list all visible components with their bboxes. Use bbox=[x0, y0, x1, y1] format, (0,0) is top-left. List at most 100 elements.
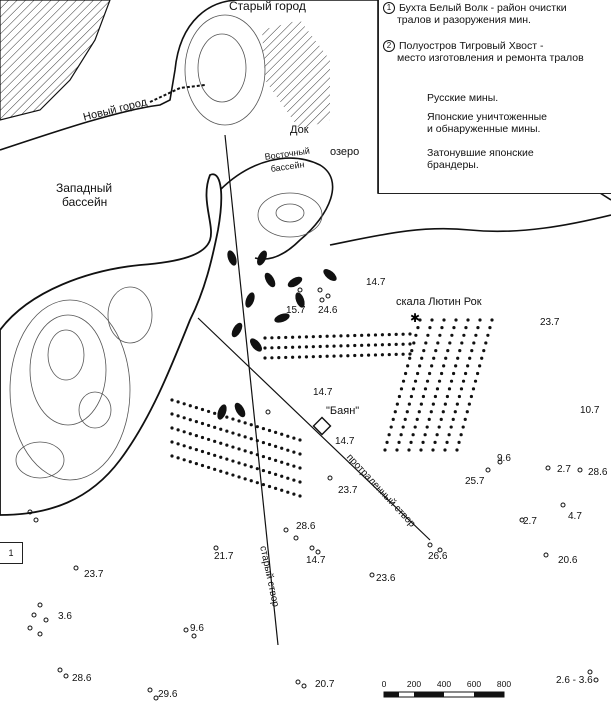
russian-mine-dot bbox=[459, 387, 464, 391]
russian-mine-dot bbox=[414, 333, 418, 337]
label-old-town: Старый город bbox=[229, 0, 306, 13]
depth-label: 23.6 bbox=[376, 573, 396, 584]
japanese-mine-marker bbox=[191, 633, 197, 639]
japanese-mine-marker bbox=[319, 297, 325, 303]
russian-mine-dot bbox=[182, 416, 186, 420]
russian-mine-dot bbox=[225, 429, 229, 433]
russian-mine-dot bbox=[225, 457, 229, 461]
russian-mine-dot bbox=[194, 434, 198, 438]
russian-mine-dot bbox=[292, 450, 296, 454]
russian-mine-dot bbox=[213, 411, 217, 415]
russian-mine-dot bbox=[360, 353, 364, 357]
russian-mine-dot bbox=[280, 460, 284, 464]
russian-mine-dot bbox=[366, 343, 371, 347]
russian-mine-dot bbox=[430, 318, 434, 322]
russian-mine-dot bbox=[360, 343, 364, 347]
russian-mine-dot bbox=[274, 430, 278, 434]
russian-mine-dot bbox=[255, 439, 259, 443]
russian-mine-dot bbox=[454, 364, 458, 368]
russian-mine-dot bbox=[397, 394, 402, 399]
russian-mine-dot bbox=[482, 348, 486, 353]
land-old-town-hatch bbox=[262, 20, 330, 130]
russian-mine-dot bbox=[466, 318, 470, 322]
russian-mine-dot bbox=[286, 476, 290, 480]
scale-tick-label: 0 bbox=[381, 679, 387, 689]
russian-mine-dot bbox=[200, 407, 205, 412]
russian-mine-dot bbox=[406, 364, 410, 368]
russian-mine-dot bbox=[463, 417, 467, 422]
russian-mine-dot bbox=[419, 402, 423, 406]
russian-mine-dot bbox=[373, 333, 378, 337]
marker-box-1: 1 bbox=[0, 542, 23, 564]
russian-mine-dot bbox=[474, 333, 478, 337]
japanese-mine-marker bbox=[27, 509, 33, 515]
japanese-mine-marker bbox=[31, 612, 37, 618]
russian-mine-dot bbox=[237, 447, 241, 451]
russian-mine-dot bbox=[408, 332, 412, 336]
russian-mine-dot bbox=[280, 488, 284, 492]
japanese-mine-marker bbox=[543, 552, 549, 558]
russian-mine-dot bbox=[277, 356, 281, 360]
russian-mine-dot bbox=[423, 433, 427, 437]
russian-mine-dot bbox=[380, 333, 384, 337]
russian-mine-dot bbox=[421, 394, 426, 399]
russian-mine-dot bbox=[409, 394, 414, 399]
depth-label: 23.7 bbox=[338, 485, 358, 496]
russian-mine-dot bbox=[391, 417, 395, 422]
russian-mine-dot bbox=[446, 348, 450, 353]
japanese-mine-marker bbox=[293, 535, 299, 541]
russian-mine-dot bbox=[182, 430, 186, 434]
russian-mine-dot bbox=[170, 454, 174, 458]
russian-mine-dot bbox=[419, 448, 423, 452]
scale-tick-label: 600 bbox=[466, 679, 482, 689]
russian-mine-dot bbox=[463, 371, 468, 376]
russian-mine-dot bbox=[401, 332, 405, 336]
russian-mine-dot bbox=[429, 410, 433, 414]
depth-label: 20.7 bbox=[315, 679, 335, 690]
depth-label: 26.6 bbox=[428, 551, 448, 562]
russian-mine-dot bbox=[243, 435, 247, 439]
russian-mine-dot bbox=[270, 336, 274, 340]
railway-line bbox=[149, 84, 206, 103]
russian-mine-dot bbox=[437, 425, 441, 429]
russian-mine-dot bbox=[298, 466, 302, 470]
russian-mine-dot bbox=[387, 433, 391, 437]
japanese-mine-marker bbox=[183, 627, 189, 633]
russian-mine-dot bbox=[298, 494, 302, 498]
russian-mine-dot bbox=[478, 364, 482, 368]
label-lake: озеро bbox=[330, 146, 360, 158]
russian-mine-dot bbox=[424, 341, 428, 345]
russian-mine-dot bbox=[451, 417, 455, 422]
russian-mine-dot bbox=[449, 379, 454, 383]
russian-mine-dot bbox=[387, 342, 391, 347]
russian-mine-dot bbox=[488, 326, 492, 330]
legend-item-2-line-1: Полуостров Тигровый Хвост - bbox=[399, 40, 544, 52]
russian-mine-dot bbox=[311, 355, 315, 359]
russian-mine-dot bbox=[182, 444, 186, 448]
russian-mine-dot bbox=[380, 343, 384, 347]
label-west-basin-1: Западный bbox=[56, 181, 113, 195]
russian-mine-dot bbox=[176, 400, 180, 404]
russian-mine-dot bbox=[380, 353, 384, 357]
russian-mine-dot bbox=[176, 456, 180, 460]
japanese-mine-marker bbox=[295, 679, 301, 685]
japanese-mine-marker bbox=[577, 467, 583, 473]
russian-mine-dot bbox=[394, 352, 398, 356]
russian-mine-dot bbox=[249, 451, 253, 455]
japanese-mine-marker bbox=[297, 287, 303, 293]
depth-label: 14.7 bbox=[306, 555, 326, 566]
legend-japanese-mines-line-1: Японские уничтоженные bbox=[427, 111, 548, 123]
russian-mine-dot bbox=[304, 335, 309, 339]
peninsula-tiger-tail bbox=[0, 173, 223, 516]
russian-mine-dot bbox=[465, 410, 469, 414]
russian-mine-dot bbox=[297, 335, 302, 339]
legend-fireships-line-1: Затонувшие японские bbox=[427, 147, 534, 159]
russian-mine-dot bbox=[427, 371, 432, 376]
russian-mine-dot bbox=[413, 425, 417, 429]
russian-mine-dot bbox=[292, 464, 296, 468]
japanese-mine-marker bbox=[327, 475, 333, 481]
russian-mine-dot bbox=[469, 394, 474, 399]
depth-label: 14.7 bbox=[313, 387, 333, 398]
